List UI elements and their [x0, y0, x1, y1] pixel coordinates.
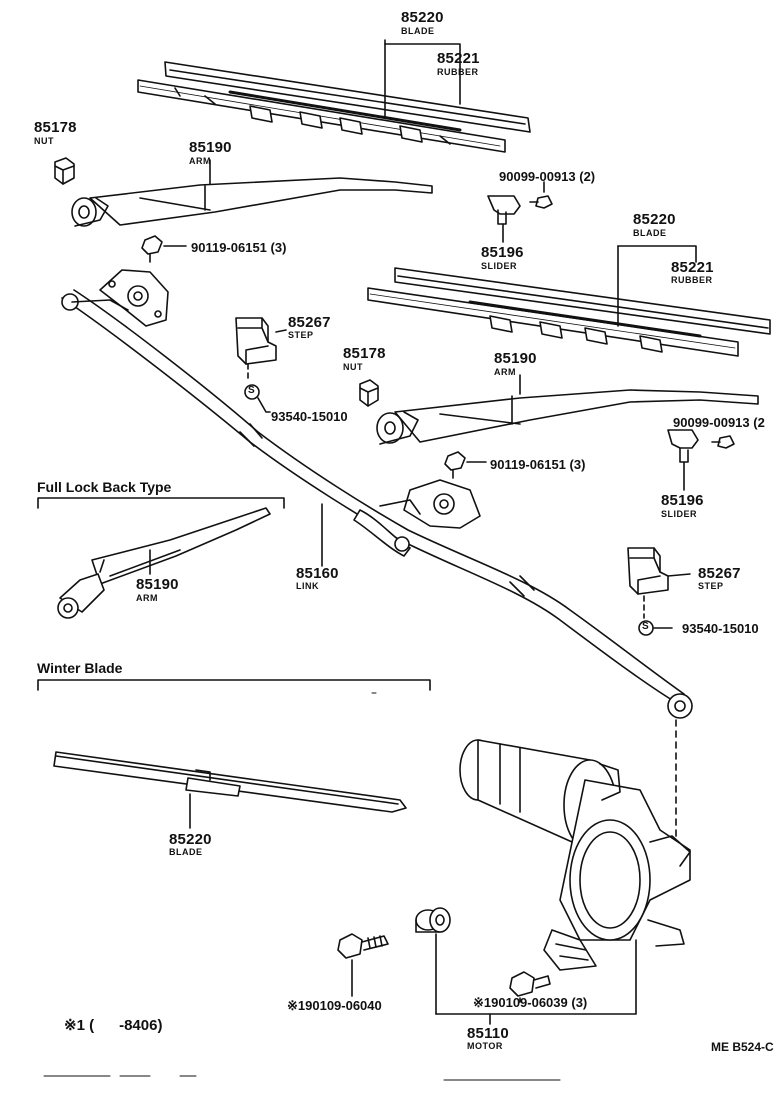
callout-clip-left-number: 93540-15010	[271, 409, 348, 424]
wiper-arm-lock	[57, 507, 271, 619]
callout-clip-right-symbol: S	[642, 621, 649, 632]
callout-blade-top-number: 85220	[401, 9, 444, 26]
callout-slider-top-name: SLIDER	[481, 261, 518, 271]
callout-step-left-number: 85267	[288, 314, 331, 331]
diagram-code: ME B524-C	[711, 1040, 774, 1054]
callout-slider-top-number: 85196	[481, 244, 524, 261]
callout-nut-left-number: 85178	[34, 119, 77, 136]
callout-blade-mid-name: BLADE	[633, 228, 667, 238]
leader-step-right	[667, 573, 691, 577]
bolt-a-part	[337, 933, 389, 959]
slider-right-part	[667, 429, 699, 463]
step-right-part	[627, 547, 669, 595]
callout-rubber-mid-name: RUBBER	[671, 275, 713, 285]
step-left-part	[235, 317, 277, 365]
nut-left-part	[54, 157, 75, 185]
callout-bolt-a-number: ※190109-06040	[287, 998, 382, 1013]
callout-arm-mid-name: ARM	[494, 367, 516, 377]
callout-arm-lock-name: ARM	[136, 593, 158, 603]
section-full-lock-title: Full Lock Back Type	[37, 479, 172, 495]
leader-step-left	[275, 329, 287, 333]
wiper-link	[61, 269, 693, 719]
wiper-blade-top	[137, 61, 531, 153]
callout-bolt-b-number: ※190109-06039 (3)	[473, 995, 588, 1010]
callout-motor-name: MOTOR	[467, 1041, 503, 1051]
wiper-arm-top	[71, 177, 433, 227]
callout-step-left-name: STEP	[288, 330, 314, 340]
callout-blade-winter-number: 85220	[169, 831, 212, 848]
leader-rubber-top	[384, 43, 461, 105]
screw-top-part	[529, 195, 553, 209]
footnote-date-range: ※1 ( -8406)	[64, 1017, 163, 1034]
callout-slider-right-name: SLIDER	[661, 509, 698, 519]
callout-rubber-top-number: 85221	[437, 50, 480, 67]
nut-mid-part	[359, 379, 379, 407]
callout-blade-winter-name: BLADE	[169, 847, 203, 857]
callout-rubber-top-name: RUBBER	[437, 67, 479, 77]
wiper-arm-mid	[376, 389, 759, 445]
callout-arm-top-name: ARM	[189, 156, 211, 166]
callout-step-right-number: 85267	[698, 565, 741, 582]
callout-nut-mid-name: NUT	[343, 362, 363, 372]
callout-blade-top-name: BLADE	[401, 26, 435, 36]
bolt-b-part	[509, 971, 551, 997]
callout-slider-right-number: 85196	[661, 492, 704, 509]
callout-rubber-mid-number: 85221	[671, 259, 714, 276]
bracket-winter	[37, 679, 431, 691]
callout-nut-left-name: NUT	[34, 136, 54, 146]
section-winter-title: Winter Blade	[37, 660, 123, 676]
callout-screw-top-number: 90099-00913 (2)	[499, 169, 596, 184]
callout-arm-mid-number: 85190	[494, 350, 537, 367]
callout-nut-mid-number: 85178	[343, 345, 386, 362]
grommet-part	[415, 907, 451, 933]
callout-clip-right-number: 93540-15010	[682, 621, 759, 636]
callout-motor-number: 85110	[467, 1025, 509, 1042]
leader-rubber-mid	[617, 245, 697, 263]
callout-step-right-name: STEP	[698, 581, 724, 591]
callout-screw-right-number: 90099-00913 (2	[673, 415, 765, 430]
callout-link-number: 85160	[296, 565, 339, 582]
bolt-top-part	[141, 235, 163, 263]
leader-clip-left	[257, 397, 271, 413]
callout-arm-top-number: 85190	[189, 139, 232, 156]
callout-arm-lock-number: 85190	[136, 576, 179, 593]
callout-bolt-top-number: 90119-06151 (3)	[191, 240, 287, 255]
callout-link-name: LINK	[296, 581, 319, 591]
clip-right-symbol-circle	[638, 620, 654, 636]
wiper-blade-mid	[367, 267, 771, 357]
clip-left-symbol-circle	[244, 384, 260, 400]
slider-top-part	[487, 195, 521, 225]
leader-motor-body	[435, 939, 637, 1015]
wiper-blade-winter	[53, 751, 407, 813]
wiper-motor	[459, 739, 691, 971]
callout-clip-left-symbol: S	[248, 385, 255, 396]
bolt-mid-part	[444, 451, 466, 479]
callout-bolt-mid-number: 90119-06151 (3)	[490, 457, 586, 472]
bracket-full-lock	[37, 497, 285, 509]
callout-blade-mid-number: 85220	[633, 211, 676, 228]
screw-right-part	[711, 435, 735, 449]
